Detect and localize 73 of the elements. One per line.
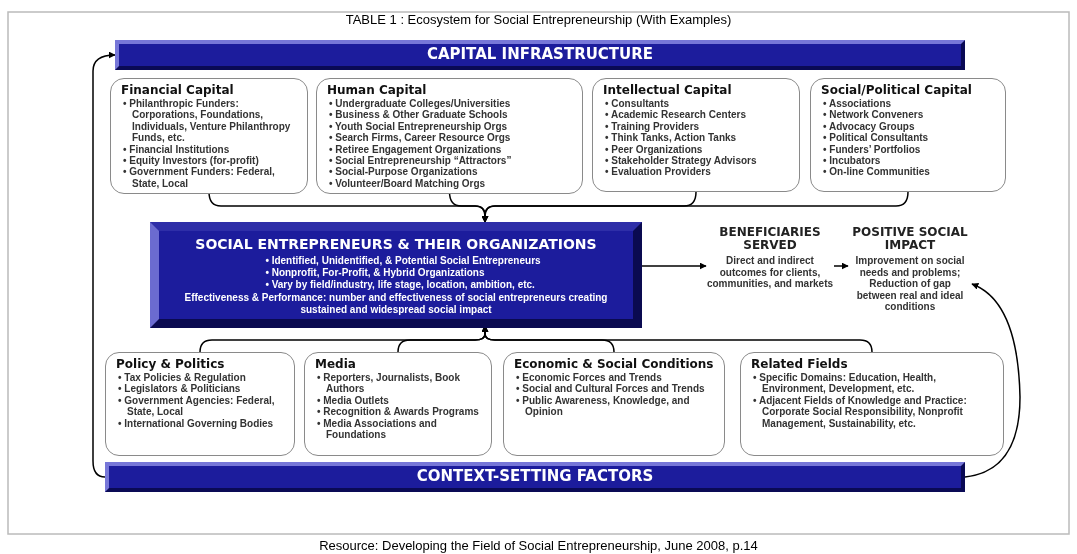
bullet-item: • Social-Purpose Organizations [329,166,479,178]
bullet-item: • Incubators [823,155,882,167]
section-banner: CONTEXT-SETTING FACTORS [105,462,965,492]
bullet-item: • On-line Communities [823,166,931,178]
bullet-item: • Philanthropic Funders: Corporations, Foundations, Individuals, Venture Philanthropy Funds, etc. [123,98,292,144]
section-banner: CAPITAL INFRASTRUCTURE [115,40,965,70]
box-heading: Social/Political Capital [821,83,973,97]
bullet-item: • Nonprofit, For-Profit, & Hybrid Organizations [265,267,486,279]
arrow [833,262,849,270]
bullet-item: • Government Agencies: Federal, State, Local [118,394,276,418]
bullet-item: • Retiree Engagement Organizations [329,143,503,156]
category-box [105,352,295,456]
bullet-item: • Funders’ Portfolios [823,143,922,156]
box-heading: Related Fields [751,357,849,371]
bullet-item: • Social Entrepreneurship “Attractors” [329,155,513,167]
bullet-item: • Equity Investors (for-profit) [123,155,259,167]
bullet-item: • Peer Organizations [605,143,704,156]
bullet-item: • Media Associations and Foundations [317,417,438,441]
bullet-item: • Think Tanks, Action Tanks [605,132,738,144]
bullet-item: • Evaluation Providers [605,166,712,178]
bullet-item: • Volunteer/Board Matching Orgs [329,177,487,190]
caption: Resource: Developing the Field of Social Entrepreneurship, June 2008, p.14 [318,538,759,553]
category-box [304,352,492,456]
bullet-item: • Political Consultants [823,132,930,144]
category-box [810,78,1006,192]
box-heading: Financial Capital [121,83,235,97]
bullet-item: • Social and Cultural Forces and Trends [516,383,706,395]
bullet-item: • Youth Social Entrepreneurship Orgs [329,120,509,133]
box-heading: Intellectual Capital [603,83,733,97]
bullet-item: • Search Firms, Career Resource Orgs [329,132,512,144]
bullet-item: • Advocacy Groups [823,120,916,133]
title: TABLE 1 : Ecosystem for Social Entrepreneurship (With Examples) [344,12,733,27]
bullet-item: • Associations [823,98,893,110]
box-heading: Policy & Politics [116,357,226,371]
category-box [503,352,725,456]
bullet-item: • Academic Research Centers [605,109,747,121]
summary-text: Effectiveness & Performance: number and effectiveness of social entrepreneurs creating sustained and widespread social impact [183,292,609,316]
bullet-item: • Media Outlets [317,394,390,407]
box-heading: Human Capital [327,83,428,97]
category-box [316,78,583,195]
bullet-item: • Government Funders: Federal, State, Local [123,166,276,190]
bullet-item: • Vary by field/industry, life stage, location, ambition, etc. [265,279,536,291]
bullet-item: • Identified, Unidentified, & Potential Social Entrepreneurs [265,255,541,267]
arrow [964,283,1021,478]
bullet-item: • Business & Other Graduate Schools [329,109,508,121]
bullet-item: • Economic Forces and Trends [516,372,663,384]
box-heading: Economic & Social Conditions [514,357,715,371]
category-box [110,78,308,195]
box-heading: POSITIVE SOCIAL IMPACT [851,226,969,252]
bullet-item: • Recognition & Awards Programs [317,406,480,418]
bullet-item: • Undergraduate Colleges/Universities [329,98,512,110]
category-box [592,78,800,192]
box-heading: BENEFICIARIES SERVED [718,226,822,252]
bullet-item: • Stakeholder Strategy Advisors [605,155,758,167]
bullet-item: • Legislators & Politicians [118,383,241,395]
bullet-item: • Adjacent Fields of Knowledge and Practice: Corporate Social Responsibility, Nonprofit Management, Sustainability, etc. [753,394,968,430]
bullet-item: • Reporters, Journalists, Book Authors [317,372,461,395]
bullet-item: • Consultants [605,98,671,110]
bullet-item: • International Governing Bodies [118,417,275,430]
description-text: Direct and indirect outcomes for clients, communities, and markets [706,255,834,290]
bullet-item: • Financial Institutions [123,143,231,156]
bullet-item: • Public Awareness, Knowledge, and Opinion [516,394,691,418]
bullet-item: • Tax Policies & Regulation [118,372,247,384]
bullet-item: • Network Conveners [823,109,925,121]
arrow [92,51,116,478]
central-box [150,222,642,328]
bullet-item: • Specific Domains: Education, Health, Environment, Development, etc. [753,372,937,395]
description-text: Improvement on social needs and problems; Reduction of gap between real and ideal conditions [854,255,966,313]
box-heading: SOCIAL ENTREPRENEURS & THEIR ORGANIZATIONS [194,236,598,252]
box-heading: Media [315,357,357,371]
bullet-item: • Training Providers [605,120,701,133]
arrow [641,262,707,270]
category-box [740,352,1004,456]
